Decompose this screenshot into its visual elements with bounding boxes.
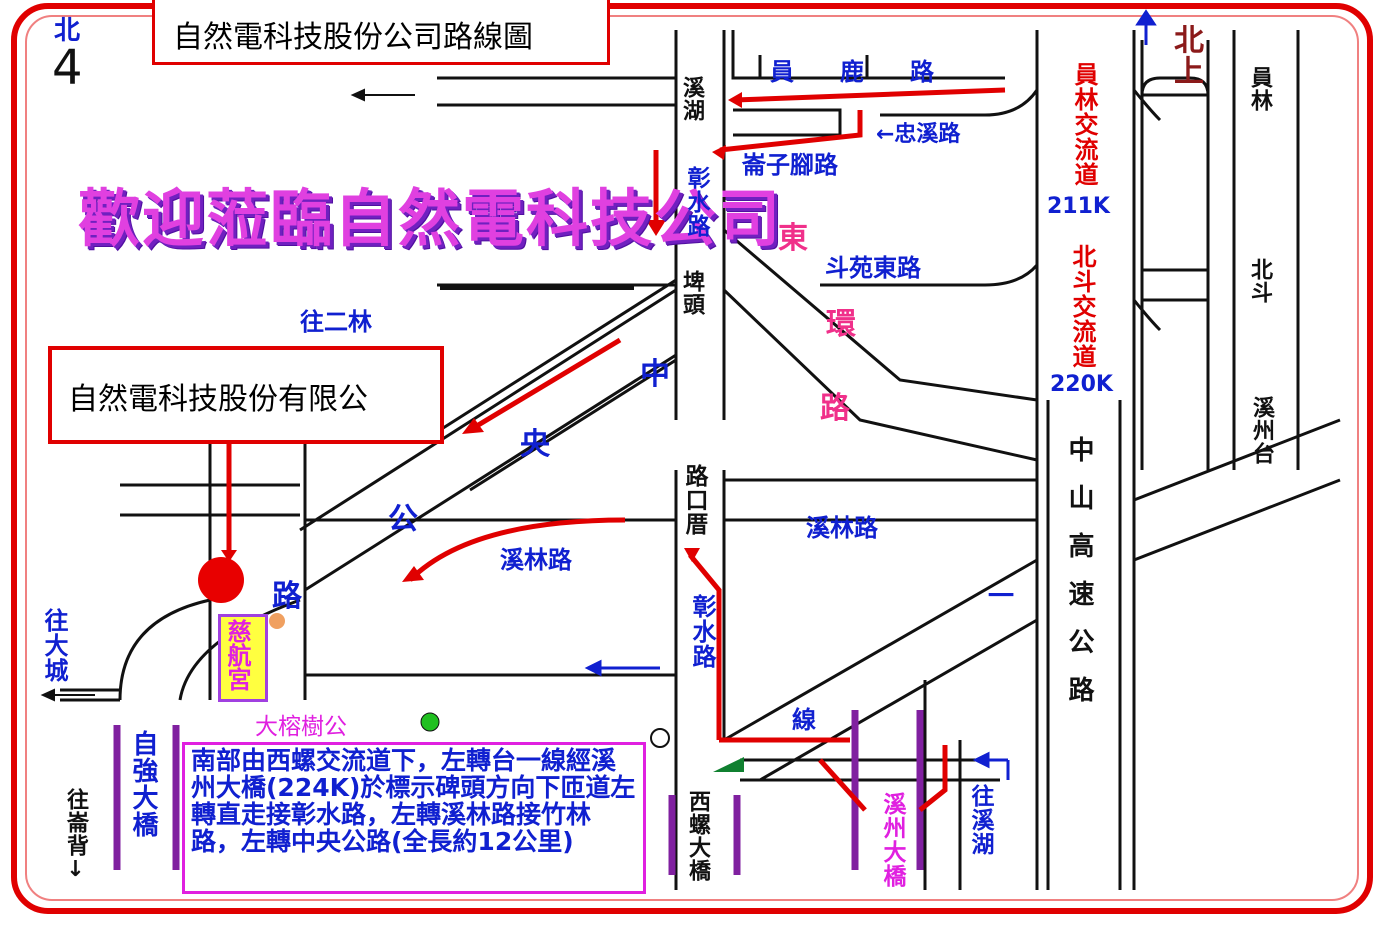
label-beidou-side: 北斗 [1247,258,1272,304]
temple-marker [269,613,285,629]
bridges [113,710,924,875]
road-xian: 線 [792,706,816,734]
beidou-km: 220K [1050,372,1113,397]
map-inner-frame [25,15,1359,901]
road-xilin-left: 溪林路 [500,546,572,574]
road-network [60,30,1341,890]
green-triangle [713,757,744,772]
label-wang-dacheng: 往大城 [40,608,68,683]
label-xizhou-side: 溪州台 [1249,396,1274,465]
road-beitou: 埤頭 [679,270,704,316]
direction-arrows [584,9,1157,780]
bridge-xiluo: 西螺大橋 [685,790,710,882]
label-wang-xihu: 往溪湖 [967,784,993,856]
temple-ci-hang: 慈航宮 [218,614,268,702]
road-douyuan: 斗苑東路 [825,254,921,282]
bridge-xizhou: 溪州大橋 [879,792,905,888]
road-zhongyang-lu: 路 [272,579,302,614]
park-marker [420,712,440,732]
bridge-ziqiang: 自強大橋 [128,730,158,838]
directions-text: 南部由西螺交流道下，左轉台一線經溪州大橋(224K)於標示碑頭方向下匝道左轉直走… [191,746,636,856]
yuanlin-interchange: 員林交流道 [1070,62,1098,187]
road-gong: 公 [388,502,418,537]
welcome-banner: 歡迎蒞臨自然電科技公司 [78,182,783,255]
shrine-marker [650,728,670,748]
road-zhongxi: ←忠溪路 [876,122,961,147]
road-changshui-bottom: 彰水路 [688,594,716,669]
route-lines [226,87,1006,812]
road-xilin-right: 溪林路 [806,514,878,542]
north-up-label: 北上 [1168,24,1203,86]
company-label: 自然電科技股份有限公 [68,382,368,417]
company-callout: 自然電科技股份有限公 [48,346,444,444]
label-dashu-park: 大榕樹公 [255,714,347,740]
road-lukou: 路口厝 [681,464,707,536]
highway-name: 中山高速公路 [1064,436,1094,724]
road-lu: 路 [820,391,850,426]
label-wang-erlin: 往二林 [300,308,372,336]
north-label: 北 [54,16,81,46]
road-zaizi: 崙子腳路 [742,151,838,179]
directions-note: 南部由西螺交流道下，左轉台一線經溪州大橋(224K)於標示碑頭方向下匝道左轉直走… [182,742,646,894]
road-huan: 環 [826,307,856,342]
company-marker [198,557,244,603]
road-dong: 東 [778,221,808,256]
road-yi: 一 [988,582,1015,612]
route-arrowheads [221,92,742,582]
yuanlin-km: 211K [1047,194,1110,219]
label-wang-lunbei: 往崙背↓ [63,788,88,883]
map-frame [11,3,1373,914]
road-yang: 央 [520,427,550,462]
map-title-box: 自然電科技股份公司路線圖 [152,0,610,65]
temple-label: 慈航宮 [223,619,251,691]
road-yuanlu: 員鹿路 [770,58,980,86]
road-changshui-top: 彰水路 [683,166,709,238]
beidou-interchange: 北斗交流道 [1068,244,1096,369]
label-yuanlin-side: 員林 [1247,66,1272,112]
road-xihu: 溪湖 [679,76,704,122]
north-arrow-icon: 4 [52,40,83,96]
map-title: 自然電科技股份公司路線圖 [173,20,533,55]
black-arrows [40,88,415,702]
road-zhong: 中 [640,357,670,392]
